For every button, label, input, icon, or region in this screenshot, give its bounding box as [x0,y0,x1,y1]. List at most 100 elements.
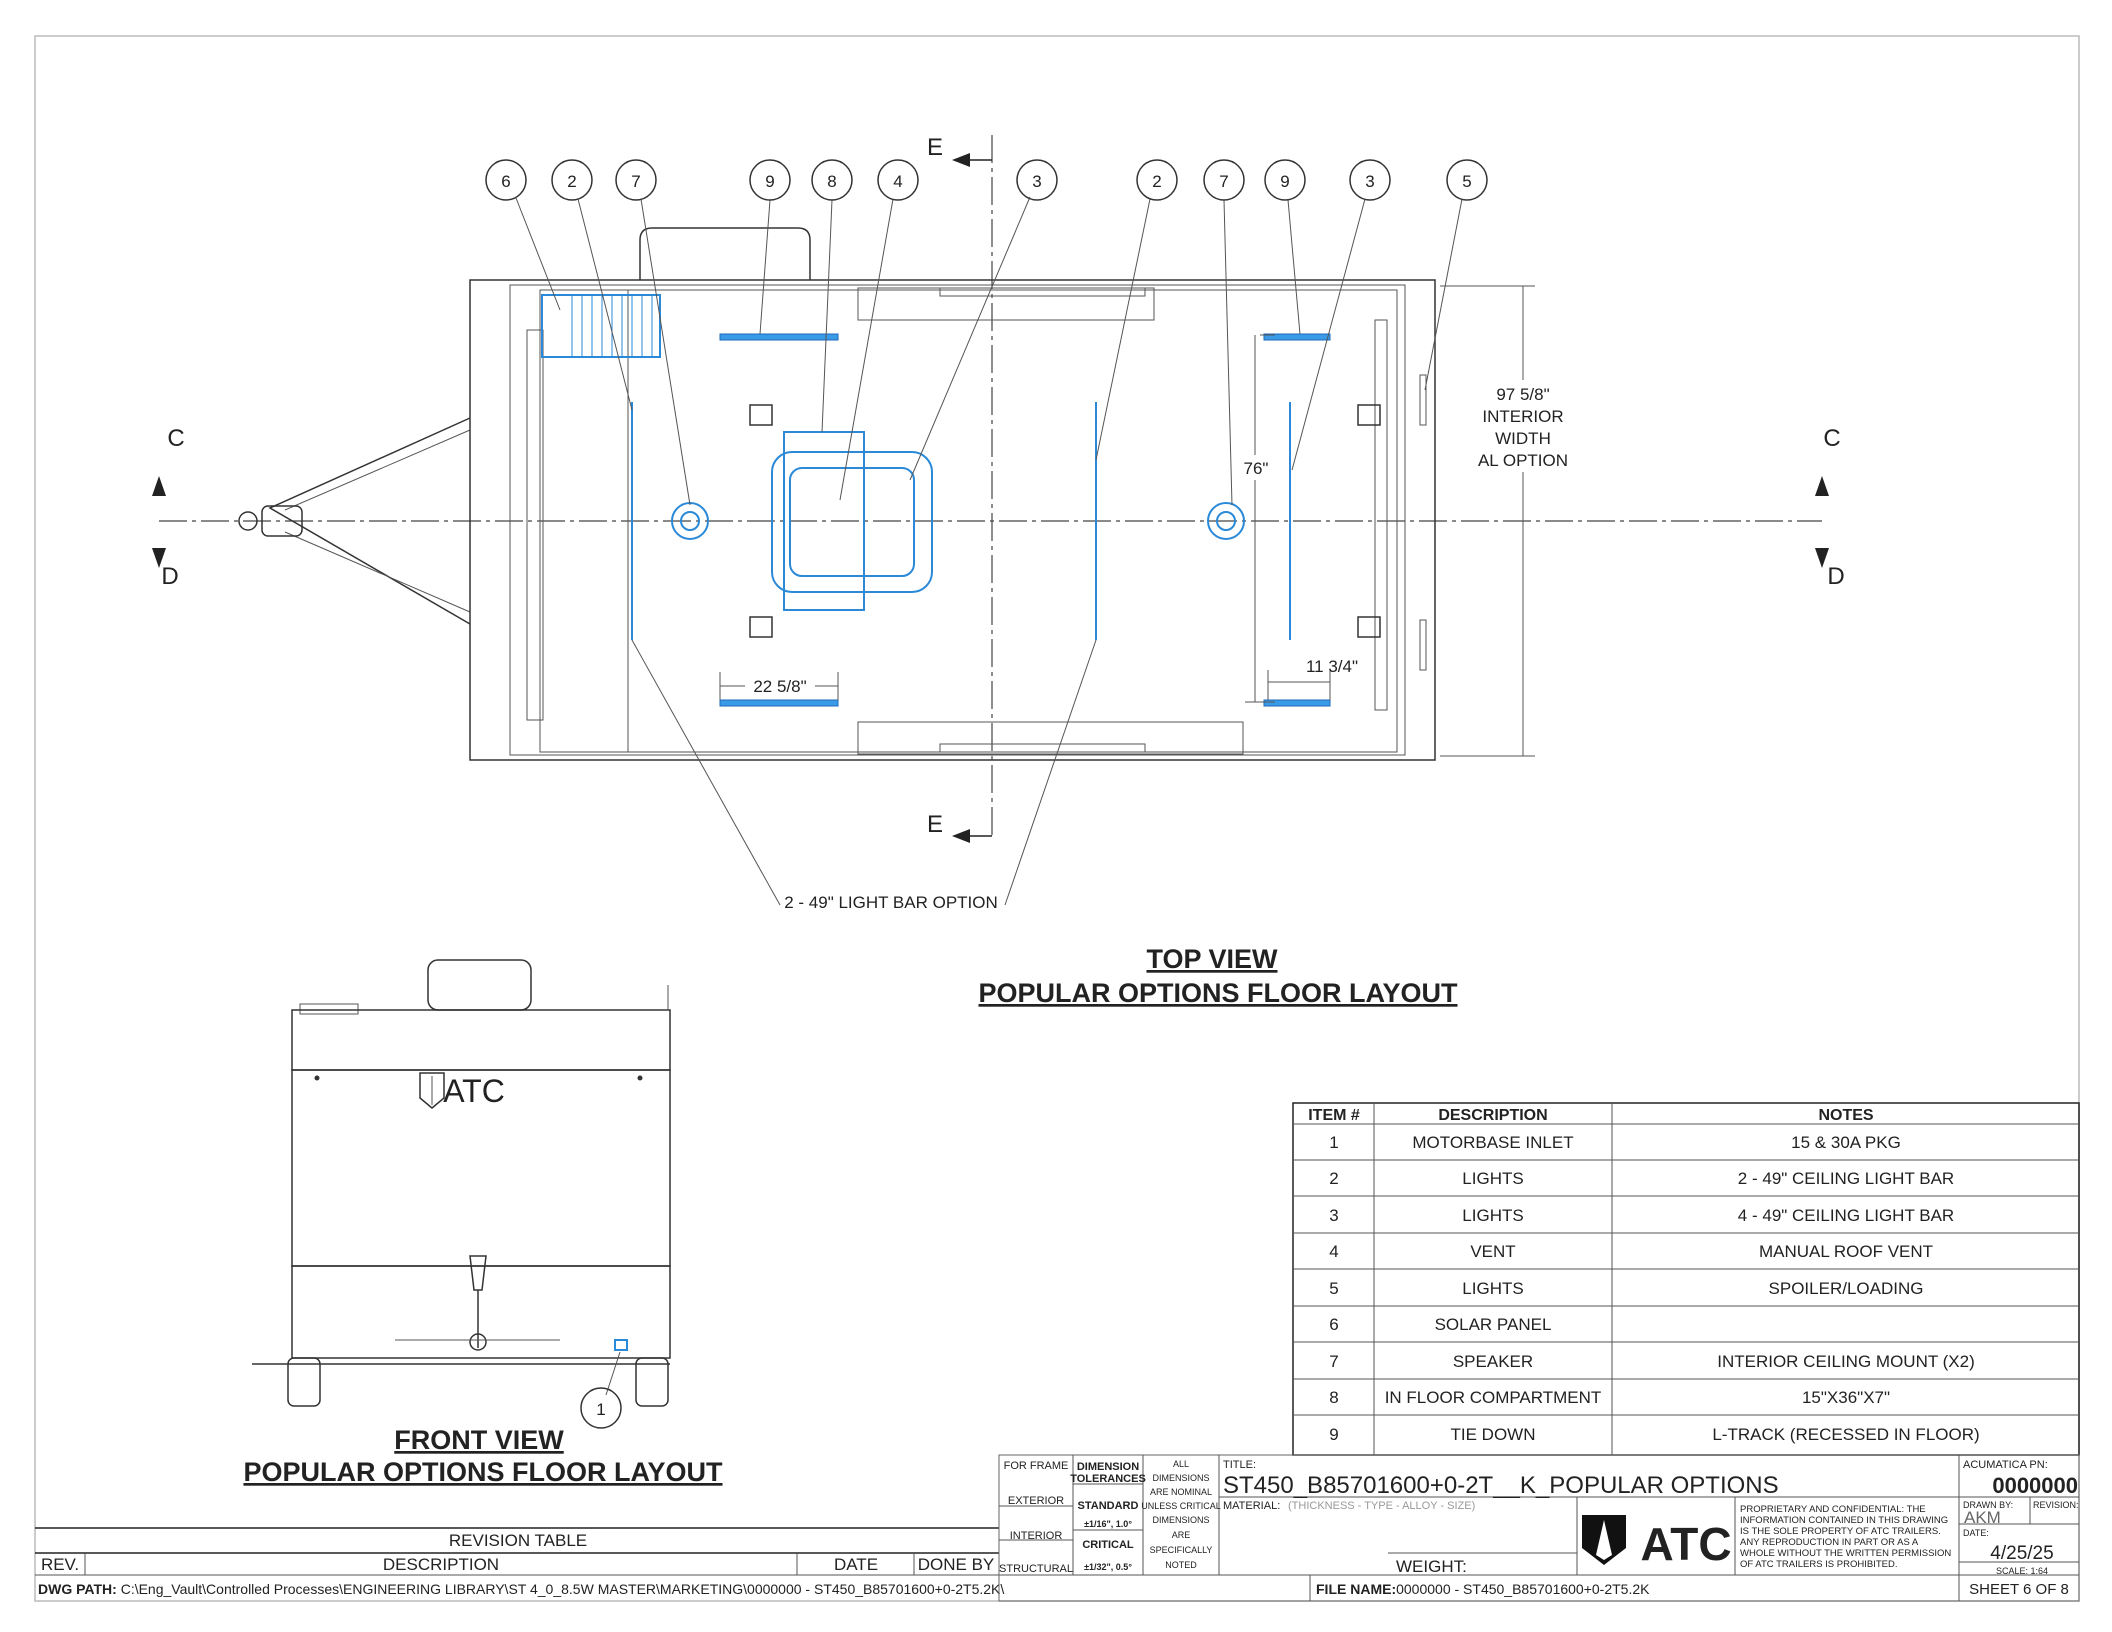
svg-text:WIDTH: WIDTH [1495,429,1551,448]
dwg-path: DWG PATH: C:\Eng_Vault\Controlled Proces… [38,1581,1004,1597]
balloon: 3 [1349,159,1391,201]
tongue-jack [469,1255,487,1291]
balloon: 7 [615,159,657,201]
svg-text:INTERIOR CEILING MOUNT (X2): INTERIOR CEILING MOUNT (X2) [1717,1352,1975,1371]
date-header: DATE [834,1555,878,1574]
svg-text:9: 9 [1329,1425,1338,1444]
roof-rack-handle [639,227,811,280]
svg-text:4 - 49" CEILING LIGHT BAR: 4 - 49" CEILING LIGHT BAR [1738,1206,1954,1225]
svg-text:SOLAR PANEL: SOLAR PANEL [1435,1315,1552,1334]
scale: SCALE: 1:64 [1996,1566,2048,1576]
bom-row: 1 MOTORBASE INLET 15 & 30A PKG [1329,1133,1901,1152]
material-label: MATERIAL: [1223,1500,1280,1512]
section-label-d: D [1827,563,1844,590]
svg-text:15 & 30A PKG: 15 & 30A PKG [1791,1133,1901,1152]
svg-text:5: 5 [1462,172,1471,191]
revision-table: REVISION TABLE REV. DESCRIPTION DATE DON… [35,1527,2079,1597]
tire [287,1357,321,1407]
svg-text:LIGHTS: LIGHTS [1462,1206,1523,1225]
done-by-header: DONE BY [918,1555,995,1574]
speaker-icon [1207,502,1245,540]
bom-header-description: DESCRIPTION [1438,1107,1547,1124]
dimension-11-3-4: 11 3/4" [1306,657,1358,676]
atc-logo: ATC [1582,1515,1732,1570]
top-view-drawing [152,135,1829,906]
svg-text:ANY REPRODUCTION IN PART OR AS: ANY REPRODUCTION IN PART OR AS A [1740,1537,1919,1548]
svg-text:4: 4 [1329,1242,1338,1261]
solar-panel [541,294,661,358]
dimension-22-5-8: 22 5/8" [753,677,806,696]
svg-text:97 5/8": 97 5/8" [1496,385,1549,404]
bom-header-notes: NOTES [1818,1107,1873,1124]
svg-text:PROPRIETARY AND CONFIDENTIAL:: PROPRIETARY AND CONFIDENTIAL: THE [1740,1504,1926,1515]
trailer-body [469,279,1436,761]
part-number: 0000000 [1992,1473,2078,1498]
svg-text:±1/16", 1.0°: ±1/16", 1.0° [1084,1519,1132,1529]
title-block: FOR FRAME EXTERIOR INTERIOR STRUCTURAL D… [998,1454,2080,1602]
svg-text:7: 7 [1219,172,1228,191]
svg-text:INTERIOR: INTERIOR [1482,407,1563,426]
rev-header: REV. [41,1555,79,1574]
svg-text:DIMENSIONS: DIMENSIONS [1152,1473,1209,1483]
tie-down-track [719,699,839,707]
svg-text:IS THE SOLE PROPERTY OF ATC TR: IS THE SOLE PROPERTY OF ATC TRAILERS. [1740,1526,1941,1537]
svg-text:2 - 49" CEILING LIGHT BAR: 2 - 49" CEILING LIGHT BAR [1738,1169,1954,1188]
date-value: 4/25/25 [1990,1543,2053,1564]
svg-text:AL OPTION: AL OPTION [1478,451,1568,470]
svg-text:MANUAL ROOF VENT: MANUAL ROOF VENT [1759,1242,1933,1261]
svg-text:1: 1 [1329,1133,1338,1152]
svg-text:TOLERANCES: TOLERANCES [1070,1473,1146,1485]
svg-text:ATC: ATC [1640,1518,1731,1570]
revision-table-title: REVISION TABLE [449,1531,587,1550]
roof-vent [771,451,933,593]
weld-for-frame: FOR FRAME [1004,1460,1069,1472]
side-fender-top [857,287,1155,321]
roof-vent [427,959,532,1011]
section-label-c: C [1823,425,1840,452]
svg-text:DIMENSION: DIMENSION [1077,1461,1139,1473]
weld-structural: STRUCTURAL [999,1563,1073,1575]
balloon-label: 1 [596,1400,605,1419]
balloon: 6 [485,159,527,201]
svg-text:5: 5 [1329,1279,1338,1298]
interior-width-dimension: 97 5/8" INTERIOR WIDTH AL OPTION [1478,385,1568,470]
svg-text:3: 3 [1032,172,1041,191]
title-label: TITLE: [1223,1459,1256,1471]
svg-text:MOTORBASE INLET: MOTORBASE INLET [1412,1133,1573,1152]
pn-label: ACUMATICA PN: [1963,1459,2048,1471]
svg-text:8: 8 [827,172,836,191]
sheet-number: SHEET 6 OF 8 [1969,1581,2069,1598]
drawn-by-label: DRAWN BY: [1963,1500,2013,1510]
bom-header-item: ITEM # [1308,1107,1360,1124]
balloon: 2 [551,159,593,201]
balloon-list: 6 2 7 9 8 4 3 2 7 9 3 5 [485,159,1488,201]
side-fender-bottom [857,721,1244,755]
svg-text:OF ATC TRAILERS IS PROHIBITED.: OF ATC TRAILERS IS PROHIBITED. [1740,1559,1897,1570]
top-view-subtitle: POPULAR OPTIONS FLOOR LAYOUT [978,978,1458,1008]
drawn-by: AKM [1964,1508,2001,1527]
bill-of-materials-table: ITEM # DESCRIPTION NOTES 1 MOTORBASE INLE… [1292,1102,2080,1456]
tie-down-track [719,333,839,341]
hitch [261,505,303,537]
trailer-tongue [268,417,471,625]
tie-down-track [1263,333,1331,341]
coupler-icon [238,511,258,531]
floor-compartment [783,431,865,611]
svg-text:15"X36"X7": 15"X36"X7" [1802,1388,1890,1407]
svg-text:9: 9 [1280,172,1289,191]
svg-text:7: 7 [1329,1352,1338,1371]
front-view-subtitle: POPULAR OPTIONS FLOOR LAYOUT [243,1457,723,1487]
drawing-title: ST450_B85701600+0-2T__K_POPULAR OPTIONS [1223,1472,1779,1499]
svg-text:2: 2 [567,172,576,191]
section-label-e: E [927,811,943,838]
material-value: (THICKNESS - TYPE - ALLOY - SIZE) [1288,1500,1475,1512]
svg-text:IN FLOOR COMPARTMENT: IN FLOOR COMPARTMENT [1385,1388,1602,1407]
balloon: 2 [1136,159,1178,201]
svg-text:7: 7 [631,172,640,191]
